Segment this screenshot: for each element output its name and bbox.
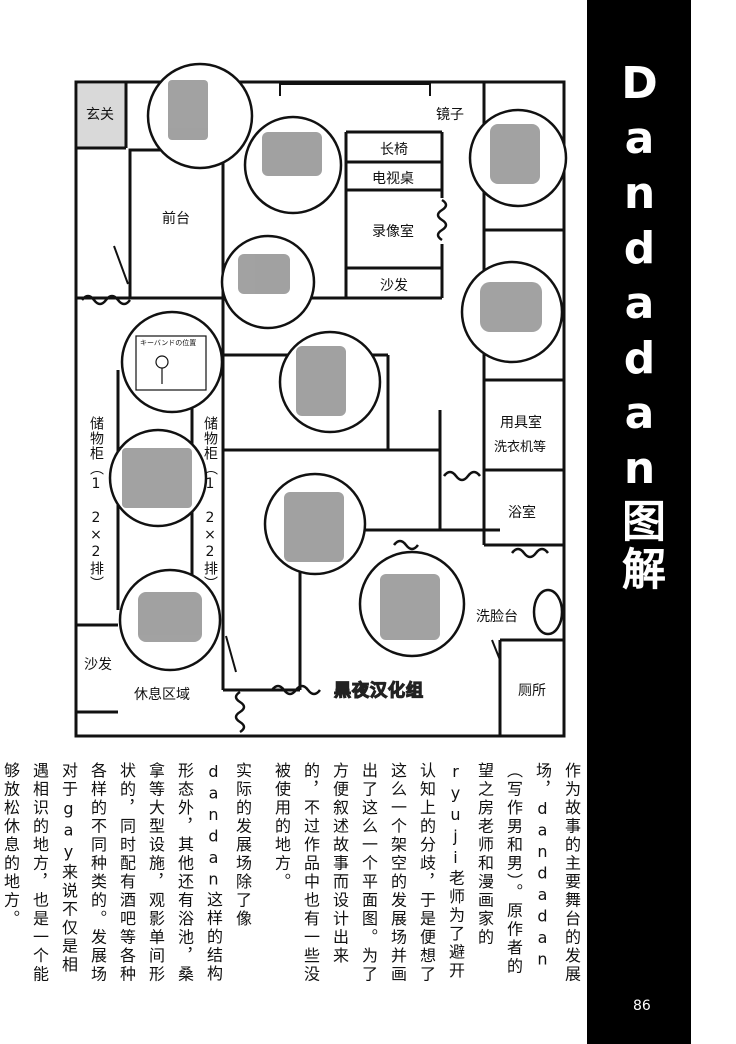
label-bench: 长椅 bbox=[380, 142, 408, 158]
label-tool-room-sub: 洗衣机等 bbox=[494, 440, 547, 455]
watermark-logo: 黑夜汉化组 bbox=[330, 662, 426, 718]
washbasin-icon bbox=[532, 588, 564, 636]
label-tv-table: 电视桌 bbox=[372, 171, 414, 187]
page-title: Dandadan图解 bbox=[614, 58, 665, 594]
label-toilet: 厕所 bbox=[518, 683, 546, 699]
watermark-text: 黑夜汉化组 bbox=[333, 680, 424, 701]
label-storage-left: 储物柜（1 2×2排） bbox=[88, 416, 104, 591]
label-tool-room: 用具室 bbox=[500, 415, 542, 431]
label-sofa-top: 沙发 bbox=[380, 278, 408, 294]
entrance-fill bbox=[78, 84, 126, 148]
description-text: 作为故事的主要舞台的发展场，dandadan（写作男和男）。原作者的望之房老师和… bbox=[1, 762, 586, 992]
label-washbasin: 洗脸台 bbox=[476, 609, 518, 625]
outer-wall bbox=[74, 80, 566, 738]
sign-title: キーバンドの位置 bbox=[140, 339, 197, 347]
title-band: Dandadan图解 86 bbox=[587, 0, 691, 1044]
floor-plan: 玄关 镜子 长椅 电视桌 前台 录像室 沙发 储物柜（1 2×2排） 储物柜（1… bbox=[74, 62, 568, 738]
label-mirror: 镜子 bbox=[436, 107, 464, 123]
paragraph-1: 作为故事的主要舞台的发展场，dandadan（写作男和男）。原作者的望之房老师和… bbox=[272, 762, 581, 984]
label-entrance: 玄关 bbox=[86, 107, 114, 123]
label-storage-right: 储物柜（1 2×2排） bbox=[202, 416, 218, 591]
label-front-desk: 前台 bbox=[162, 211, 190, 227]
paragraph-2: 实际的发展场除了像dandan这样的结构形态外，其他还有浴池，桑拿等大型设施，观… bbox=[1, 762, 252, 984]
page-number: 86 bbox=[633, 998, 651, 1014]
label-sofa-bottom: 沙发 bbox=[84, 657, 112, 673]
label-video-room: 录像室 bbox=[372, 224, 414, 240]
label-rest-area: 休息区域 bbox=[134, 687, 190, 703]
label-bath: 浴室 bbox=[508, 505, 536, 521]
floor-plan-walls bbox=[74, 62, 568, 738]
